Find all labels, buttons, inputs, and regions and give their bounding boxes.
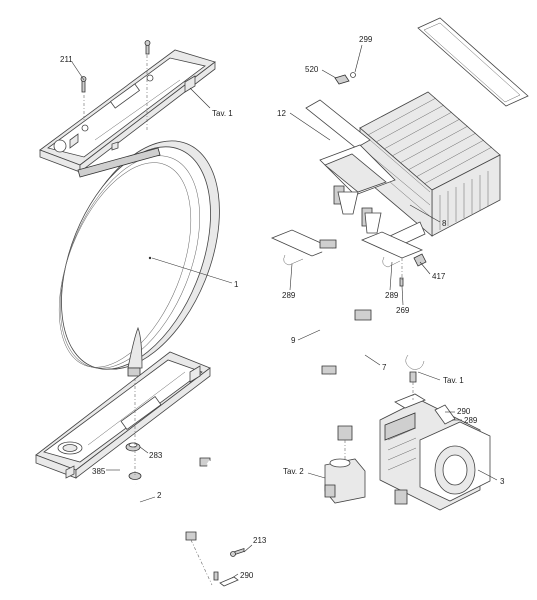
flexible-pipe-2 xyxy=(133,457,219,541)
pipe-9 xyxy=(316,239,337,379)
label-9: 9 xyxy=(291,336,296,345)
expansion-vessel xyxy=(58,140,220,377)
top-bracket xyxy=(39,49,216,173)
label-211: 211 xyxy=(60,55,73,64)
pipe-7 xyxy=(336,309,372,441)
fitting-520 xyxy=(334,72,356,85)
clip-289-mid xyxy=(360,231,424,268)
label-385: 385 xyxy=(92,467,106,476)
label-12: 12 xyxy=(277,109,286,118)
label-tav2: Tav. 2 xyxy=(283,467,304,476)
label-520: 520 xyxy=(305,65,319,74)
label-tav1-right: Tav. 1 xyxy=(443,376,464,385)
label-290-right: 290 xyxy=(457,407,471,416)
nut-283 xyxy=(125,442,141,452)
label-3: 3 xyxy=(500,477,505,486)
pump-3 xyxy=(379,393,491,511)
label-290-bottom: 290 xyxy=(240,571,254,580)
label-213: 213 xyxy=(253,536,267,545)
label-1: 1 xyxy=(234,280,239,289)
label-283: 283 xyxy=(149,451,163,460)
bottom-bracket xyxy=(35,351,211,479)
clip-290-bottom xyxy=(213,571,239,587)
label-269: 269 xyxy=(396,306,410,315)
label-299: 299 xyxy=(359,35,373,44)
label-289-left: 289 xyxy=(282,291,296,300)
label-417: 417 xyxy=(432,272,446,281)
screw-top xyxy=(144,40,151,55)
label-289-mid: 289 xyxy=(385,291,399,300)
clip-tav1-right xyxy=(405,354,425,383)
nut-385 xyxy=(128,472,142,480)
label-7: 7 xyxy=(382,363,387,372)
label-tav1-top: Tav. 1 xyxy=(212,109,233,118)
label-8: 8 xyxy=(442,219,447,228)
label-2: 2 xyxy=(157,491,162,500)
heat-exchanger xyxy=(305,17,529,237)
screw-213 xyxy=(230,547,245,557)
fitting-tav2 xyxy=(324,458,366,504)
label-289-right: 289 xyxy=(464,416,478,425)
